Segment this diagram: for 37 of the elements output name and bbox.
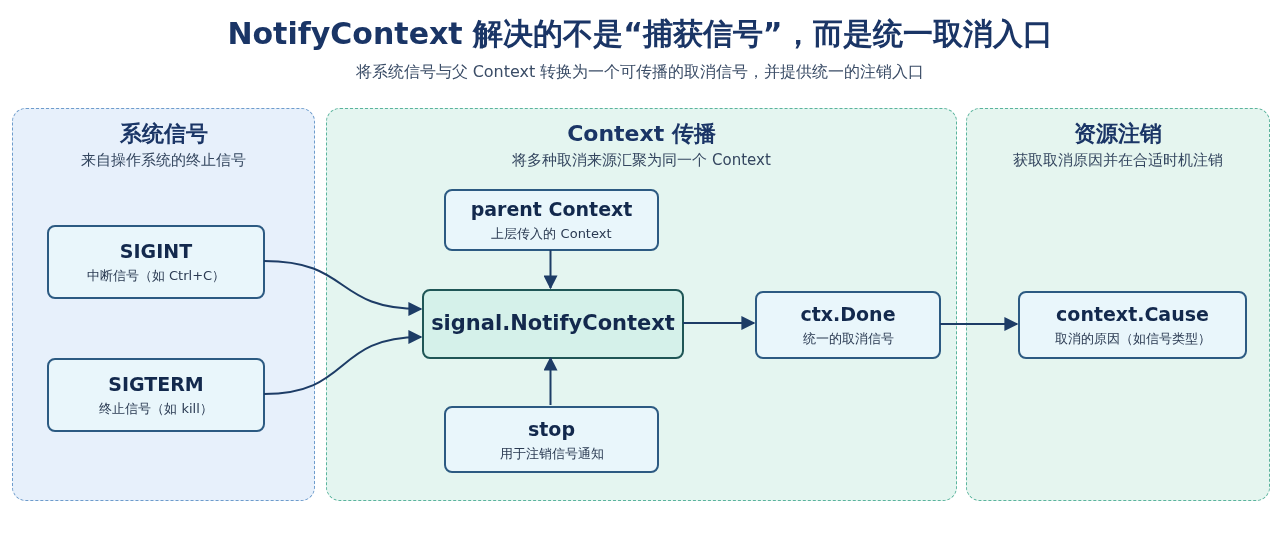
box-heading: Context 传播 [566, 120, 717, 148]
box-heading: 资源注销 [1073, 120, 1163, 148]
process-box [444, 189, 659, 251]
box-description: 统一的取消信号 [802, 331, 894, 347]
box-heading: SIGTERM [108, 373, 204, 397]
box-description: 获取取消原因并在合适时机注销 [1012, 151, 1224, 170]
group-panel [12, 108, 315, 501]
group-panel [326, 108, 957, 501]
arrow [263, 330, 423, 395]
arrow [682, 316, 756, 330]
arrow [939, 317, 1019, 331]
process-box [444, 406, 659, 473]
box-description: 取消的原因（如信号类型） [1054, 331, 1211, 347]
box-heading: 系统信号 [118, 120, 209, 148]
group-panel [966, 108, 1270, 501]
process-box [755, 291, 941, 359]
box-heading: SIGINT [119, 240, 193, 264]
box-description: 中断信号（如 Ctrl+C） [86, 268, 226, 284]
process-box [1018, 291, 1247, 359]
arrow [543, 356, 558, 406]
box-heading: context.Cause [1056, 303, 1209, 327]
box-description: 来自操作系统的终止信号 [80, 151, 247, 170]
box-heading: signal.NotifyContext [431, 311, 675, 337]
box-description: 用于注销信号通知 [499, 445, 604, 462]
box-heading: parent Context [470, 198, 633, 222]
diagram-title: NotifyContext 解决的不是“捕获信号”，而是统一取消入口 [226, 15, 1054, 53]
box-description: 终止信号（如 kill） [99, 401, 213, 417]
arrow [263, 260, 423, 316]
box-heading: ctx.Done [800, 303, 896, 327]
box-description: 上层传入的 Context [491, 226, 612, 242]
process-box [422, 289, 684, 359]
box-description: 将多种取消来源汇聚为同一个 Context [511, 151, 772, 170]
box-heading: stop [527, 417, 575, 441]
subtitle: 将系统信号与父 Context 转换为一个可传播的取消信号，并提供统一的注销入口 [354, 62, 926, 83]
arrow [543, 249, 558, 290]
process-box [47, 358, 265, 432]
process-box [47, 225, 265, 299]
